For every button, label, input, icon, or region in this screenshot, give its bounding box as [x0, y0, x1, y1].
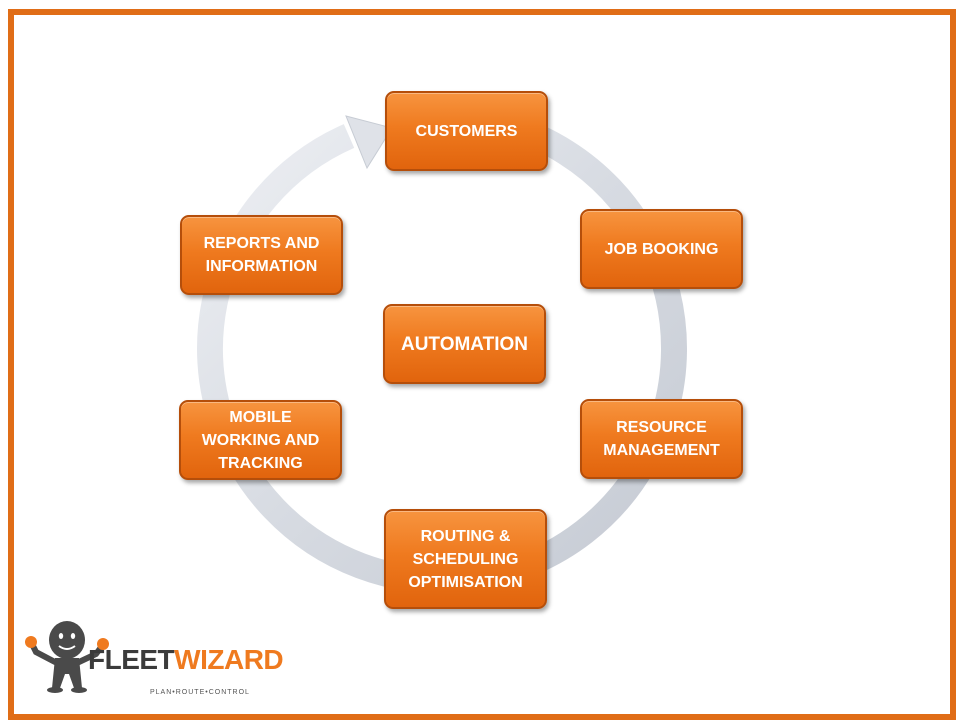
brand-logo-text: FLEETWIZARD [88, 644, 284, 675]
center-automation: AUTOMATION [383, 304, 546, 384]
brand-part-wizard: WIZARD [174, 644, 284, 675]
brand-tagline: PLAN•ROUTE•CONTROL [150, 689, 250, 696]
step-reports-information: REPORTS AND INFORMATION [180, 215, 343, 295]
step-customers: CUSTOMERS [385, 91, 548, 171]
cycle-arrowhead [345, 115, 393, 170]
brand-part-fleet: FLEET [88, 644, 175, 675]
step-routing-scheduling: ROUTING & SCHEDULING OPTIMISATION [384, 509, 547, 609]
step-mobile-working: MOBILE WORKING AND TRACKING [179, 400, 342, 480]
step-resource-management: RESOURCE MANAGEMENT [580, 399, 743, 479]
fleetwizard-mascot-icon [25, 621, 109, 693]
step-job-booking: JOB BOOKING [580, 209, 743, 289]
